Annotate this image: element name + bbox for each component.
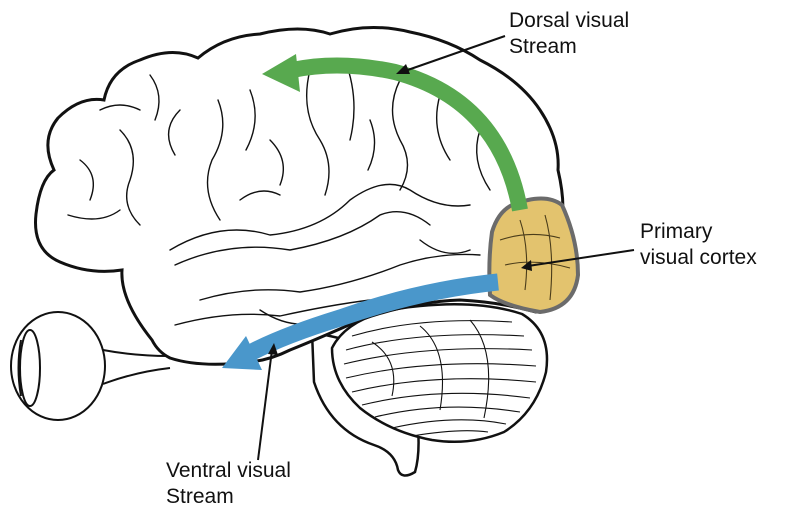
eye-icon <box>11 312 105 420</box>
primary-label-line1: Primary <box>640 219 757 245</box>
dorsal-label-line1: Dorsal visual <box>509 8 629 34</box>
primary-visual-cortex-label: Primary visual cortex <box>640 219 757 271</box>
ventral-stream-label: Ventral visual Stream <box>166 458 291 510</box>
primary-visual-cortex-region <box>489 199 578 313</box>
optic-nerve <box>103 350 170 384</box>
ventral-label-line2: Stream <box>166 484 291 510</box>
dorsal-stream-label: Dorsal visual Stream <box>509 8 629 60</box>
ventral-label-line1: Ventral visual <box>166 458 291 484</box>
primary-label-line2: visual cortex <box>640 245 757 271</box>
dorsal-label-line2: Stream <box>509 34 629 60</box>
